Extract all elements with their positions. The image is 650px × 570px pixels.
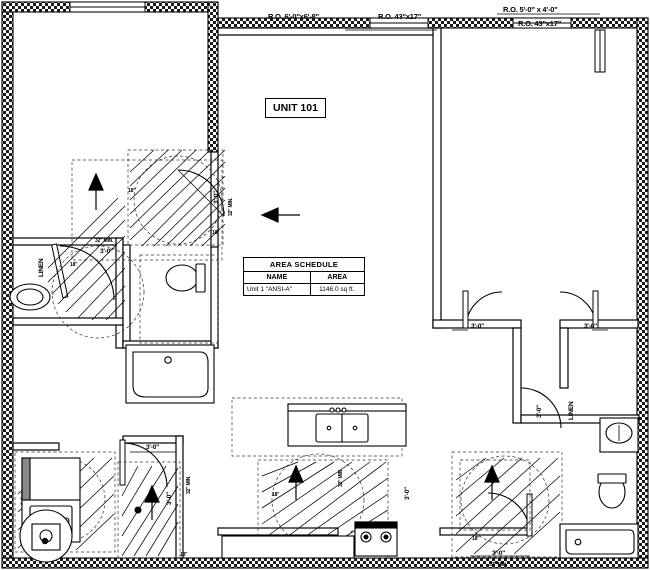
clr-left-18: 18" bbox=[128, 188, 136, 194]
area-schedule-table: AREA SCHEDULE NAME AREA Unit 1 "ANSI-A" … bbox=[243, 257, 366, 296]
dim-laundry-vert: 3'-0" bbox=[166, 491, 173, 505]
dim-entry: 3'-0" bbox=[213, 190, 220, 204]
clr-bottom-32: 32" MIN. bbox=[489, 562, 508, 568]
clr-laundry-32: 32" MIN. bbox=[186, 475, 192, 494]
area-schedule-col-area: AREA bbox=[309, 271, 366, 284]
ro-top-right-a: R.O. 5'-0" x 4'-0" bbox=[503, 5, 558, 14]
clr-kitchen-32: 32" MIN. bbox=[338, 468, 344, 487]
dim-right-hall: 3'-0" bbox=[536, 404, 543, 418]
ro-top-entry: R.O. 6'-0"x6'-8" bbox=[268, 12, 319, 21]
linen-left: LINEN bbox=[38, 258, 45, 277]
area-schedule-title: AREA SCHEDULE bbox=[243, 257, 365, 272]
clr-bath-18: 18" bbox=[70, 262, 78, 268]
linen-right: LINEN bbox=[568, 401, 575, 420]
unit-label: UNIT 101 bbox=[265, 98, 326, 118]
dim-left-hall: 3'-0" bbox=[146, 444, 160, 451]
area-schedule-cell-area: 1146.0 sq ft. bbox=[309, 283, 366, 296]
ro-top-right-b: R.O. 43"x17" bbox=[518, 19, 562, 28]
dim-kitchen-vert: 3'-0" bbox=[404, 486, 411, 500]
clr-kitchen-18: 18" bbox=[272, 492, 280, 498]
dim-bottom-right: 3'-0" bbox=[492, 550, 506, 557]
table-row: Unit 1 "ANSI-A" 1146.0 sq ft. bbox=[243, 283, 366, 296]
area-schedule-col-name: NAME bbox=[243, 271, 311, 284]
ro-top-mid: R.O. 43"x17" bbox=[378, 12, 422, 21]
area-schedule-cell-name: Unit 1 "ANSI-A" bbox=[243, 283, 311, 296]
clr-entry-18: 18" bbox=[212, 230, 220, 236]
dim-right-bed-left: 3'-0" bbox=[471, 323, 485, 330]
clr-bath-32: 32" MIN. bbox=[95, 238, 114, 244]
dim-bath-door: 3'-0" bbox=[100, 248, 114, 255]
clr-right-18: 18" bbox=[472, 536, 480, 542]
clr-laundry-18: 18" bbox=[180, 552, 188, 558]
dim-right-bed-right: 3'-0" bbox=[584, 323, 598, 330]
clr-entry-32: 32" MIN. bbox=[228, 197, 234, 216]
